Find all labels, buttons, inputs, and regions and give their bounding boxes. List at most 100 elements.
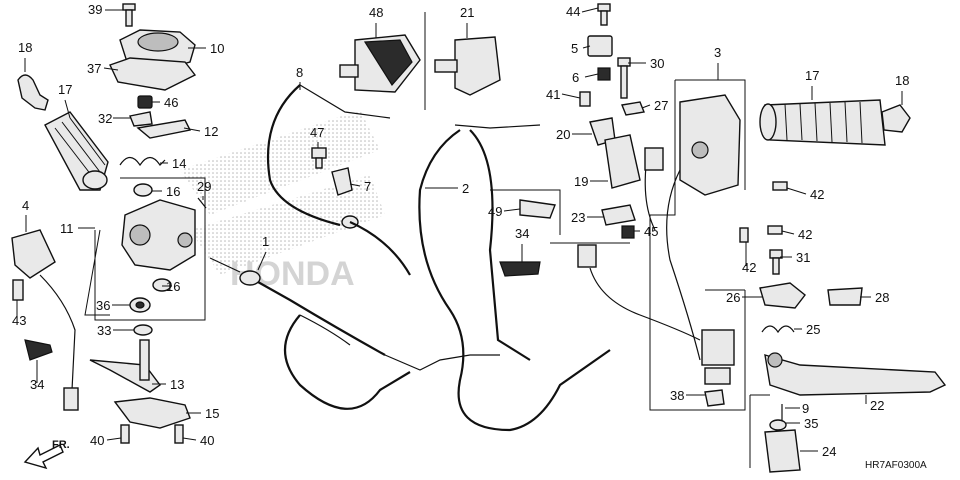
part-30-bolt — [617, 57, 631, 99]
callout-22: 22 — [870, 398, 884, 413]
callout-19: 19 — [574, 174, 588, 189]
part-27-clip — [621, 101, 645, 116]
callout-45: 45 — [644, 224, 658, 239]
part-42-screws — [739, 181, 788, 243]
part-17-right-grip — [759, 99, 886, 146]
callout-46: 46 — [164, 95, 178, 110]
callout-21: 21 — [460, 5, 474, 20]
part-47-bolt — [311, 147, 327, 169]
front-arrow-icon — [23, 444, 64, 470]
leader-line-27 — [641, 104, 651, 109]
leader-line-41 — [561, 93, 581, 99]
leader-line-40 — [106, 437, 122, 441]
callout-8: 8 — [296, 65, 303, 80]
callout-17: 17 — [805, 68, 819, 83]
callout-25: 25 — [806, 322, 820, 337]
callout-18: 18 — [895, 73, 909, 88]
part-13-throttle-lever — [89, 339, 161, 393]
part-29-pin — [197, 197, 207, 209]
part-11-throttle-housing — [121, 199, 196, 271]
part-19-holder — [604, 134, 641, 189]
callout-39: 39 — [88, 2, 102, 17]
part-5-relay — [587, 35, 613, 57]
callout-47: 47 — [310, 125, 324, 140]
part-3-switch-assembly — [644, 94, 741, 361]
callout-1: 1 — [262, 234, 269, 249]
part-2-cable — [418, 124, 611, 432]
callout-35: 35 — [804, 416, 818, 431]
leader-line-42 — [781, 230, 795, 235]
callout-5: 5 — [571, 41, 578, 56]
callout-20: 20 — [556, 127, 570, 142]
leader-line-49 — [503, 208, 521, 212]
callout-16: 16 — [166, 184, 180, 199]
part-31-bolt — [769, 249, 783, 275]
part-1-cable — [209, 257, 500, 410]
leader-line-7 — [349, 183, 361, 187]
part-18-right-end — [881, 104, 911, 133]
leader-line-17 — [64, 99, 71, 119]
callout-3: 3 — [714, 45, 721, 60]
callout-24: 24 — [822, 444, 836, 459]
callout-42: 42 — [742, 260, 756, 275]
leader-line-40 — [182, 437, 197, 441]
callout-26: 26 — [726, 290, 740, 305]
part-18-left-end — [17, 74, 49, 111]
callout-6: 6 — [572, 70, 579, 85]
callout-7: 7 — [364, 179, 371, 194]
part-48-switch-cover — [339, 34, 421, 93]
part-22-brake-lever — [764, 352, 947, 396]
part-34-band — [24, 261, 541, 361]
leader-line-12 — [183, 127, 201, 132]
callout-11: 11 — [60, 221, 74, 236]
callout-49: 49 — [488, 204, 502, 219]
callout-29: 29 — [197, 179, 211, 194]
callout-18: 18 — [18, 40, 32, 55]
part-24-holder — [764, 429, 801, 473]
callout-13: 13 — [170, 377, 184, 392]
part-25-spring — [761, 325, 795, 334]
part-35-collar — [769, 419, 787, 431]
part-41-screw — [579, 91, 591, 107]
callout-42: 42 — [798, 227, 812, 242]
part-21-cover — [434, 36, 501, 96]
group-frames — [84, 12, 770, 468]
part-38-clip — [704, 389, 725, 407]
callout-14: 14 — [172, 156, 186, 171]
part-12-lever — [136, 119, 192, 139]
callout-28: 28 — [875, 290, 889, 305]
callout-44: 44 — [566, 4, 580, 19]
diagram-code: HR7AF0300A — [865, 460, 927, 471]
callout-12: 12 — [204, 124, 218, 139]
callout-9: 9 — [802, 401, 809, 416]
part-32-nut — [129, 111, 153, 127]
leader-line-6 — [584, 73, 599, 78]
part-33-washer — [133, 324, 153, 336]
callout-33: 33 — [97, 323, 111, 338]
callout-48: 48 — [369, 5, 383, 20]
leader-line-1 — [257, 251, 267, 271]
callout-43: 43 — [12, 313, 26, 328]
callout-27: 27 — [654, 98, 668, 113]
part-16-collar — [133, 183, 172, 292]
part-26-bracket — [759, 282, 806, 309]
callout-41: 41 — [546, 87, 560, 102]
callout-10: 10 — [210, 41, 224, 56]
callout-labels: 1234567891011121314151616171718181920212… — [12, 2, 909, 459]
part-23-clamp — [601, 204, 636, 226]
callout-38: 38 — [670, 388, 684, 403]
part-6-nut — [597, 67, 611, 81]
callout-34: 34 — [30, 377, 44, 392]
part-17-left-grip — [44, 111, 109, 191]
part-14-spring — [119, 156, 166, 167]
part-45-nut — [621, 225, 635, 239]
leader-line-42 — [786, 187, 807, 195]
leader-line-37 — [103, 67, 119, 71]
callout-17: 17 — [58, 82, 72, 97]
part-36-collar — [129, 297, 151, 313]
front-direction-label: FR. — [52, 439, 70, 451]
part-7-clamp — [331, 167, 353, 196]
callout-36: 36 — [96, 298, 110, 313]
leader-line-44 — [581, 7, 599, 13]
